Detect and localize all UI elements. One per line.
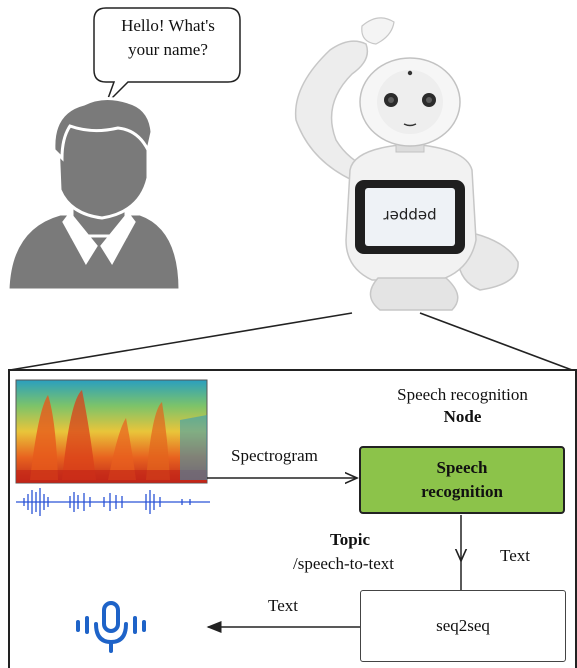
speech-recognition-label-2: recognition [421,482,503,501]
text-label-right: Text [500,546,530,565]
seq2seq-label: seq2seq [436,616,490,635]
node-title-line-2: Node [443,407,482,426]
zoom-line-right [419,312,573,371]
spectrogram-label: Spectrogram [231,446,318,465]
waveform-image [16,488,210,516]
spectrogram-image [15,379,208,484]
text-label-left: Text [268,596,298,615]
seq2seq-box: seq2seq [360,590,566,662]
speech-bubble-line-2: your name? [128,40,208,59]
speech-recognition-label-1: Speech [436,458,488,477]
robot-screen-text: pepper [383,207,437,225]
topic-title: Topic [330,530,371,549]
robot-image [294,17,519,311]
node-title-line-1: Speech recognition [397,385,528,404]
person-icon [6,97,182,292]
topic-name: /speech-to-text [293,554,395,573]
speech-bubble [93,7,241,105]
detail-panel [8,369,577,668]
speech-recognition-box: Speech recognition [359,446,565,514]
speech-bubble-line-1: Hello! What's [121,16,215,35]
microphone-icon [76,601,146,653]
zoom-line-left [9,312,353,371]
speech-bubble-text: Hello! What's your name? [99,14,237,62]
node-title: Speech recognition Node [360,384,565,428]
